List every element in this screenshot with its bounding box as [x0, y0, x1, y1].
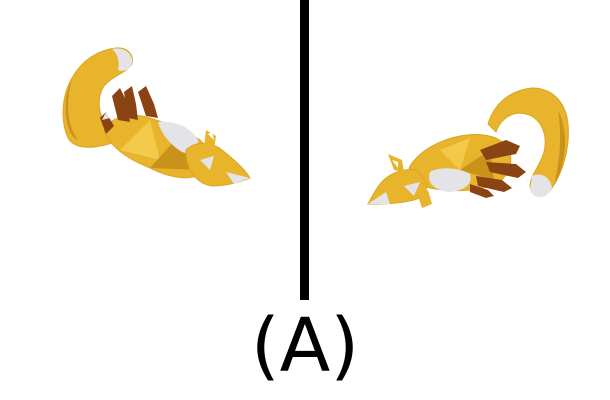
fox-ear: [204, 130, 216, 150]
low-poly-fox-icon: [367, 87, 569, 208]
fox-leg: [486, 162, 526, 178]
low-poly-fox-icon: [62, 47, 251, 187]
fox-paw-light: [102, 112, 110, 120]
fox-cheek: [404, 182, 420, 196]
fox-snout-tip: [418, 190, 432, 208]
fox-tail: [62, 47, 133, 148]
fox-tail-shade: [554, 110, 566, 186]
fox-ear-inner: [208, 132, 214, 140]
fox-leg: [470, 184, 494, 198]
fox-leg: [124, 86, 138, 120]
right-view-panel: [310, 0, 610, 300]
left-view-panel: [0, 0, 300, 300]
center-divider: [300, 0, 309, 300]
figure-caption: (A): [250, 303, 360, 389]
fox-belly: [158, 121, 199, 154]
fox-leg: [480, 140, 520, 160]
fox-ear-inner: [392, 160, 398, 168]
fox-body-facet: [440, 138, 470, 170]
fox-belly: [429, 168, 471, 192]
fox-leg: [112, 88, 130, 122]
fox-leg: [138, 86, 158, 118]
fox-body-facet: [120, 120, 160, 160]
fox-tail-tip: [530, 174, 552, 198]
fox-muzzle: [368, 192, 390, 204]
fox-tail-shade: [65, 80, 78, 140]
fox-muzzle: [226, 172, 250, 184]
fox-tail-tip: [112, 48, 133, 71]
fox-cheek: [200, 156, 214, 170]
fox-leg: [476, 176, 512, 192]
